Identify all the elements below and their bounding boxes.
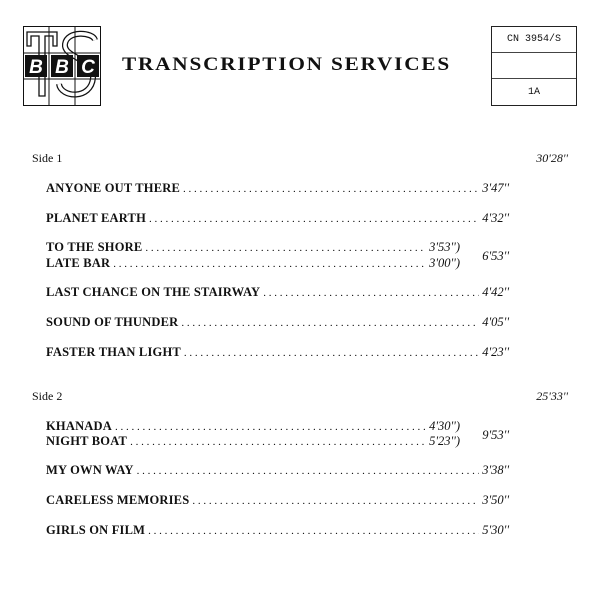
track-row: GIRLS ON FILM 5'30'' [46, 523, 509, 538]
track-title: NIGHT BOAT [46, 434, 128, 448]
track-title: TO THE SHORE [46, 240, 143, 254]
track-time: 3'53'') [429, 240, 460, 254]
side-code: 1A [527, 86, 540, 98]
svg-text:C: C [81, 57, 95, 78]
dot-leader [145, 242, 426, 254]
ref-blank [492, 53, 576, 79]
track-time: 4'05'' [482, 315, 509, 329]
track-row: SOUND OF THUNDER 4'05'' [46, 315, 509, 330]
track-title: SOUND OF THUNDER [46, 315, 179, 329]
svg-text:B: B [55, 57, 69, 78]
track-row: LATE BAR 3'00'') [46, 256, 460, 271]
track-row: NIGHT BOAT 5'23'') [46, 434, 460, 449]
track-row: KHANADA 4'30'') [46, 419, 460, 434]
catalog-number: CN 3954/S [492, 27, 576, 53]
svg-text:B: B [29, 57, 43, 78]
track-time: 3'47'' [482, 181, 509, 195]
track-time: 4'32'' [482, 211, 509, 225]
dot-leader [115, 421, 426, 433]
side-total: 25'33'' [536, 389, 568, 403]
track-title: ANYONE OUT THERE [46, 181, 181, 195]
track-row: LAST CHANCE ON THE STAIRWAY 4'42'' [46, 285, 509, 300]
track-title: LATE BAR [46, 256, 111, 270]
track-time: 4'23'' [482, 345, 509, 359]
pair-total: 6'53'' [482, 249, 509, 263]
dot-leader [183, 183, 479, 195]
track-time: 4'30'') [429, 419, 460, 433]
track-time: 3'00'') [429, 256, 460, 270]
track-title: CARELESS MEMORIES [46, 493, 190, 507]
track-title: GIRLS ON FILM [46, 523, 146, 537]
dot-leader [181, 317, 479, 329]
track-title: MY OWN WAY [46, 463, 134, 477]
track-time: 3'50'' [482, 493, 509, 507]
reference-box: CN 3954/S 1A [491, 26, 577, 106]
dot-leader [263, 287, 479, 299]
pair-total: 9'53'' [482, 428, 509, 442]
side-label: Side 2 [32, 389, 63, 403]
side-label: Side 1 [32, 151, 63, 165]
side-total: 30'28'' [536, 151, 568, 165]
dot-leader [137, 465, 480, 477]
track-title: FASTER THAN LIGHT [46, 345, 181, 359]
dot-leader [130, 436, 426, 448]
track-row: PLANET EARTH 4'32'' [46, 211, 509, 226]
page-title: TRANSCRIPTION SERVICES [122, 54, 451, 75]
track-row: TO THE SHORE 3'53'') [46, 240, 460, 255]
track-row: ANYONE OUT THERE 3'47'' [46, 181, 509, 196]
dot-leader [148, 525, 479, 537]
track-title: LAST CHANCE ON THE STAIRWAY [46, 285, 261, 299]
track-title: KHANADA [46, 419, 112, 433]
track-title: PLANET EARTH [46, 211, 147, 225]
dot-leader [149, 213, 479, 225]
dot-leader [184, 347, 479, 359]
track-time: 5'30'' [482, 523, 509, 537]
dot-leader [113, 258, 426, 270]
track-row: MY OWN WAY 3'38'' [46, 463, 509, 478]
track-time: 5'23'') [429, 434, 460, 448]
dot-leader [192, 495, 479, 507]
track-row: FASTER THAN LIGHT 4'23'' [46, 345, 509, 360]
track-time: 3'38'' [482, 463, 509, 477]
track-time: 4'42'' [482, 285, 509, 299]
track-row: CARELESS MEMORIES 3'50'' [46, 493, 509, 508]
bbc-ts-logo: B B C [23, 26, 101, 106]
